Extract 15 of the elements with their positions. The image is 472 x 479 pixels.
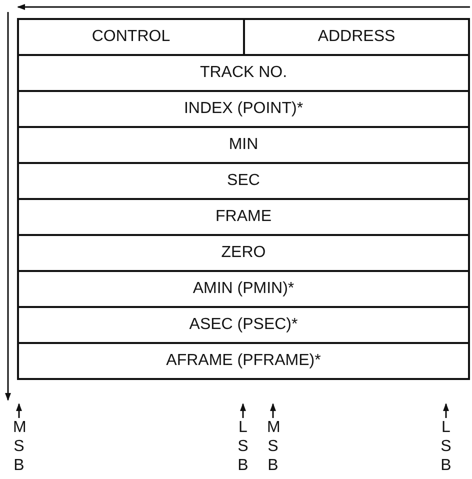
table-cell: MIN — [18, 127, 469, 163]
table-cell: FRAME — [18, 199, 469, 235]
bit-label: LSB — [237, 418, 249, 475]
table-cell: AFRAME (PFRAME)* — [18, 343, 469, 379]
bit-label: MSB — [13, 418, 25, 475]
table-cell: CONTROL — [18, 19, 244, 55]
table-cell: ZERO — [18, 235, 469, 271]
table-cell: SEC — [18, 163, 469, 199]
table-cell: TRACK NO. — [18, 55, 469, 91]
table-cell: ASEC (PSEC)* — [18, 307, 469, 343]
table-cell: INDEX (POINT)* — [18, 91, 469, 127]
bit-label: MSB — [267, 418, 279, 475]
table-cell: ADDRESS — [244, 19, 469, 55]
table-cell: AMIN (PMIN)* — [18, 271, 469, 307]
bit-label: LSB — [440, 418, 452, 475]
